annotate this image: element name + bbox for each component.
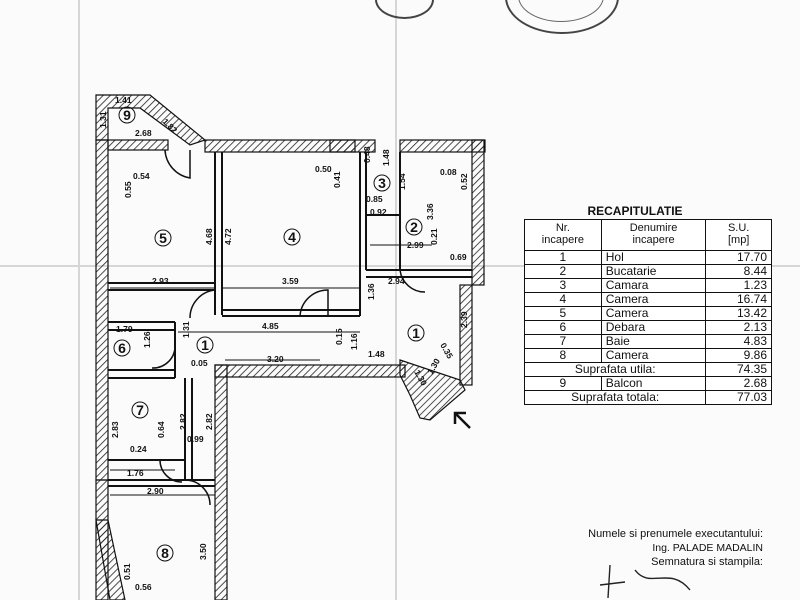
total-area-row: Suprafata totala:77.03 [523, 390, 772, 405]
svg-text:0.48: 0.48 [362, 146, 372, 163]
svg-text:0.85: 0.85 [366, 194, 383, 204]
svg-text:1.41: 1.41 [115, 95, 132, 105]
signature-scribble [599, 564, 691, 599]
useful-area-value: 74.35 [705, 362, 772, 377]
svg-text:4.85: 4.85 [262, 321, 279, 331]
svg-text:1.79: 1.79 [116, 324, 133, 334]
svg-text:2.68: 2.68 [135, 128, 152, 138]
room-1a-label: 1 [201, 337, 209, 353]
svg-text:2.82: 2.82 [204, 413, 214, 430]
door-swings [151, 149, 426, 506]
useful-area-label: Suprafata utila: [523, 362, 707, 377]
signature-label: Semnatura si stampila: [651, 556, 763, 568]
svg-text:0.54: 0.54 [133, 171, 150, 181]
svg-text:4.68: 4.68 [204, 228, 214, 245]
executor-name: Ing. PALADE MADALIN [652, 542, 763, 554]
svg-text:3.50: 3.50 [198, 543, 208, 560]
executor-block: Numele si prenumele executantului: Ing. … [548, 527, 763, 569]
svg-text:0.21: 0.21 [429, 228, 439, 245]
fold-line-left [78, 0, 80, 600]
svg-text:2.90: 2.90 [147, 486, 164, 496]
svg-text:1.36: 1.36 [366, 283, 376, 300]
svg-text:3.36: 3.36 [425, 203, 435, 220]
fold-line-middle [395, 0, 397, 600]
svg-text:2.39: 2.39 [459, 311, 469, 328]
svg-text:1.16: 1.16 [349, 333, 359, 350]
svg-text:1.54: 1.54 [397, 173, 407, 190]
svg-text:2.99: 2.99 [407, 240, 424, 250]
room-6-label: 6 [118, 340, 126, 356]
executor-label: Numele si prenumele executantului: [588, 528, 763, 540]
svg-text:0.08: 0.08 [440, 167, 457, 177]
svg-text:3.20: 3.20 [267, 354, 284, 364]
svg-text:2.93: 2.93 [152, 276, 169, 286]
svg-text:0.92: 0.92 [370, 207, 387, 217]
room-8-label: 8 [161, 545, 169, 561]
header-su-text: S.U. [mp] [727, 222, 750, 246]
north-arrow [453, 411, 471, 429]
svg-text:0.05: 0.05 [191, 358, 208, 368]
svg-text:0.15: 0.15 [334, 328, 344, 345]
svg-text:0.56: 0.56 [135, 582, 152, 592]
recap-table: Nr. incapere Denumire incapere S.U. [mp]… [523, 219, 772, 405]
header-nr: Nr. incapere [524, 219, 602, 251]
svg-text:1.48: 1.48 [368, 349, 385, 359]
dimension-lines [110, 244, 432, 496]
svg-text:1.76: 1.76 [127, 468, 144, 478]
svg-text:2.83: 2.83 [110, 421, 120, 438]
recap-title: RECAPITULATIE [587, 204, 683, 218]
svg-text:1.26: 1.26 [142, 331, 152, 348]
room-5-label: 5 [159, 230, 167, 246]
svg-text:3.59: 3.59 [282, 276, 299, 286]
svg-text:2.94: 2.94 [388, 276, 405, 286]
total-area-value: 77.03 [705, 390, 772, 405]
svg-text:2.82: 2.82 [178, 413, 188, 430]
svg-text:0.99: 0.99 [187, 434, 204, 444]
svg-text:0.52: 0.52 [459, 173, 469, 190]
useful-area-row: Suprafata utila:74.35 [523, 362, 772, 377]
room-7-label: 7 [136, 402, 144, 418]
svg-text:1.48: 1.48 [381, 149, 391, 166]
header-su: S.U. [mp] [705, 219, 772, 251]
room-labels: 9 5 4 3 2 1 1 6 7 8 [113, 106, 425, 562]
room-9-label: 9 [123, 107, 131, 123]
svg-text:0.24: 0.24 [130, 444, 147, 454]
svg-text:0.35: 0.35 [438, 341, 455, 361]
svg-text:0.50: 0.50 [315, 164, 332, 174]
header-name-text: Denumire incapere [629, 222, 678, 246]
header-nr-text: Nr. incapere [541, 222, 584, 246]
svg-text:1.31: 1.31 [98, 111, 108, 128]
exterior-walls [95, 94, 486, 600]
svg-text:0.41: 0.41 [332, 171, 342, 188]
svg-text:1.31: 1.31 [181, 321, 191, 338]
svg-text:0.55: 0.55 [123, 181, 133, 198]
recap-header-row: Nr. incapere Denumire incapere S.U. [mp] [524, 219, 772, 251]
svg-text:0.51: 0.51 [122, 563, 132, 580]
svg-text:0.69: 0.69 [450, 252, 467, 262]
room-4-label: 4 [288, 229, 296, 245]
total-area-label: Suprafata totala: [523, 390, 707, 405]
room-1b-label: 1 [412, 325, 420, 341]
dimension-texts: 1.41 1.31 1.82 2.68 0.54 0.55 4.68 4.72 … [98, 95, 469, 592]
room-2-label: 2 [410, 219, 418, 235]
svg-text:0.64: 0.64 [156, 421, 166, 438]
svg-text:4.72: 4.72 [223, 228, 233, 245]
header-name: Denumire incapere [600, 219, 707, 251]
room-3-label: 3 [378, 175, 386, 191]
